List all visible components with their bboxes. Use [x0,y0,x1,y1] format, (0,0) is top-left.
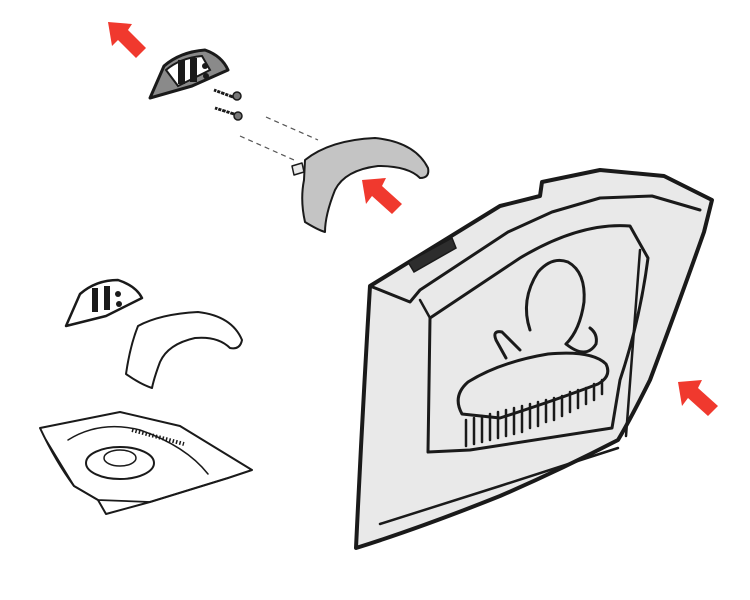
screw [213,87,242,101]
brush-icon [456,258,610,448]
curved-cover-detached [125,311,243,389]
screw [214,105,243,121]
holder-tray [39,411,253,515]
arrow-top-left [108,22,146,58]
alignment-lines [239,116,319,161]
arrow-right [678,380,718,416]
base-housing [354,168,714,550]
curved-cover-installed [291,137,430,233]
clip-block-installed [148,48,230,100]
screws [213,87,243,121]
clip-block-detached [64,278,144,328]
arrow-cover [362,178,402,214]
